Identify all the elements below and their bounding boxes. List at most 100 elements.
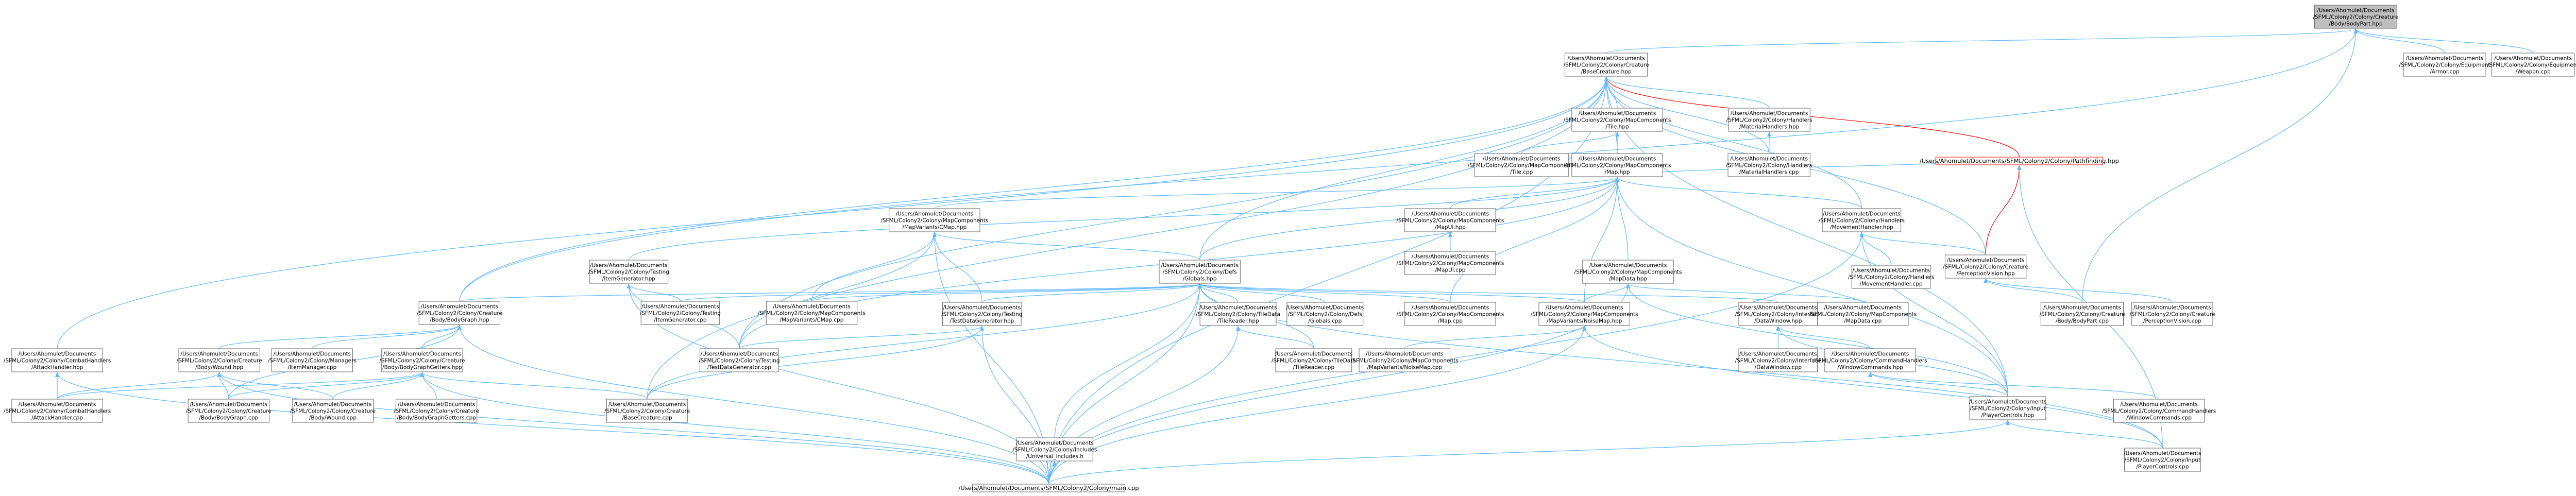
graph-node-datawindow-hpp[interactable]: /Users/Ahomulet/Documents/SFML/Colony2/C… bbox=[1735, 302, 1821, 326]
graph-node-tile-hpp[interactable]: /Users/Ahomulet/Documents/SFML/Colony2/C… bbox=[1564, 108, 1671, 132]
graph-node-bodypart-cpp[interactable]: /Users/Ahomulet/Documents/SFML/Colony2/C… bbox=[2039, 302, 2125, 326]
edge-mapdata-hpp-noisemap-hpp bbox=[1584, 283, 1630, 303]
node-label-line: /Users/Ahomulet/Documents bbox=[1412, 211, 1489, 217]
graph-node-perceptionvision-cpp[interactable]: /Users/Ahomulet/Documents/SFML/Colony2/C… bbox=[2129, 302, 2215, 326]
graph-node-globals-hpp[interactable]: /Users/Ahomulet/Documents/SFML/Colony2/C… bbox=[1159, 260, 1241, 284]
graph-node-wound-cpp[interactable]: /Users/Ahomulet/Documents/SFML/Colony2/C… bbox=[290, 399, 376, 423]
edge-bodygraph-hpp-itemmanager-cpp bbox=[312, 324, 462, 349]
graph-node-datawindow-cpp[interactable]: /Users/Ahomulet/Documents/SFML/Colony2/C… bbox=[1735, 348, 1821, 372]
graph-node-noisemap-cpp[interactable]: /Users/Ahomulet/Documents/SFML/Colony2/C… bbox=[1351, 348, 1459, 372]
node-label-line: /Users/Ahomulet/Documents bbox=[1969, 399, 2047, 405]
graph-node-universal-includes-h[interactable]: /Users/Ahomulet/Documents/SFML/Colony2/C… bbox=[1012, 437, 1097, 461]
graph-node-movementhandler-hpp[interactable]: /Users/Ahomulet/Documents/SFML/Colony2/C… bbox=[1819, 208, 1905, 232]
node-label-line: /TileReader.cpp bbox=[1293, 365, 1335, 371]
node-label-line: /Users/Ahomulet/Documents bbox=[398, 402, 476, 408]
graph-node-globals-cpp[interactable]: /Users/Ahomulet/Documents/SFML/Colony2/C… bbox=[1286, 302, 1364, 326]
graph-node-bodygraph-cpp[interactable]: /Users/Ahomulet/Documents/SFML/Colony2/C… bbox=[186, 399, 272, 423]
node-label-line: /SFML/Colony2/Colony/MapComponents bbox=[1396, 218, 1504, 224]
graph-node-tile-cpp[interactable]: /Users/Ahomulet/Documents/SFML/Colony2/C… bbox=[1468, 153, 1575, 177]
graph-node-itemmanager-cpp[interactable]: /Users/Ahomulet/Documents/SFML/Colony2/C… bbox=[268, 348, 357, 372]
edge-cmap-hpp-cmap-cpp bbox=[811, 232, 937, 302]
graph-node-itemgenerator-cpp[interactable]: /Users/Ahomulet/Documents/SFML/Colony2/C… bbox=[640, 301, 721, 325]
node-label-line: /SFML/Colony2/Colony/MapComponents bbox=[1396, 261, 1504, 267]
graph-node-map-cpp[interactable]: /Users/Ahomulet/Documents/SFML/Colony2/C… bbox=[1396, 302, 1504, 326]
graph-node-map-hpp[interactable]: /Users/Ahomulet/Documents/SFML/Colony2/C… bbox=[1564, 153, 1671, 177]
graph-node-perceptionvision-hpp[interactable]: /Users/Ahomulet/Documents/SFML/Colony2/C… bbox=[1943, 254, 2028, 279]
node-box bbox=[1935, 157, 2103, 165]
node-label-line: /Globals.hpp bbox=[1183, 276, 1217, 282]
node-box bbox=[942, 302, 1022, 326]
node-box bbox=[2124, 448, 2201, 472]
node-label-line: /SFML/Colony2/Colony/MapComponents bbox=[758, 311, 866, 317]
graph-node-testdatagenerator-hpp[interactable]: /Users/Ahomulet/Documents/SFML/Colony2/C… bbox=[941, 302, 1022, 326]
node-label-line: /SFML/Colony2/Colony/MapComponents bbox=[1564, 163, 1671, 169]
node-box bbox=[1822, 208, 1902, 232]
node-label-line: /SFML/Colony2/Colony/Handlers bbox=[1819, 218, 1905, 224]
graph-node-testdatagenerator-cpp[interactable]: /Users/Ahomulet/Documents/SFML/Colony2/C… bbox=[699, 348, 780, 372]
node-label-line: /Body/BodyGraph.cpp bbox=[199, 415, 258, 421]
graph-node-mapdata-hpp[interactable]: /Users/Ahomulet/Documents/SFML/Colony2/C… bbox=[1574, 260, 1682, 284]
edge-globals-hpp-itemgenerator-cpp bbox=[680, 283, 1202, 302]
node-label-line: /BaseCreature.hpp bbox=[1581, 69, 1632, 75]
node-box bbox=[1728, 108, 1810, 132]
node-label-line: /Users/Ahomulet/Documents bbox=[2317, 8, 2395, 14]
graph-node-bodypart-hpp[interactable]: /Users/Ahomulet/Documents/SFML/Colony2/C… bbox=[2313, 5, 2398, 29]
graph-node-movementhandler-cpp[interactable]: /Users/Ahomulet/Documents/SFML/Colony2/C… bbox=[1848, 265, 1934, 289]
graph-node-mapui-cpp[interactable]: /Users/Ahomulet/Documents/SFML/Colony2/C… bbox=[1396, 251, 1504, 275]
node-label-line: /Users/Ahomulet/Documents bbox=[1730, 156, 1808, 162]
edge-wound-hpp-wound-cpp bbox=[217, 372, 333, 400]
node-box bbox=[1359, 348, 1450, 372]
graph-node-cmap-hpp[interactable]: /Users/Ahomulet/Documents/SFML/Colony2/C… bbox=[880, 208, 988, 232]
node-label-line: /SFML/Colony2/Colony/MapComponents bbox=[880, 218, 988, 224]
graph-node-bodygraph-hpp[interactable]: /Users/Ahomulet/Documents/SFML/Colony2/C… bbox=[417, 301, 502, 325]
edge-map-hpp-mapdata-hpp bbox=[1615, 177, 1629, 261]
node-label-line: /AttackHandler.cpp bbox=[31, 415, 83, 421]
graph-node-mapui-hpp[interactable]: /Users/Ahomulet/Documents/SFML/Colony2/C… bbox=[1396, 208, 1504, 232]
graph-node-tilereader-hpp[interactable]: /Users/Ahomulet/Documents/SFML/Colony2/C… bbox=[1196, 302, 1280, 326]
node-label-line: /SFML/Colony2/Colony/Creature bbox=[2313, 14, 2398, 21]
node-label-line: /SFML/Colony2/Colony/MapComponents bbox=[1574, 269, 1682, 276]
node-label-line: /MapVariants/NoiseMap.cpp bbox=[1367, 365, 1442, 371]
node-label-line: /Armor.cpp bbox=[2430, 69, 2460, 75]
graph-node-tilereader-cpp[interactable]: /Users/Ahomulet/Documents/SFML/Colony2/C… bbox=[1272, 348, 1356, 372]
graph-node-windowcommands-hpp[interactable]: /Users/Ahomulet/Documents/SFML/Colony2/C… bbox=[1813, 348, 1927, 372]
node-label-line: /Body/BodyGraphGetters.hpp bbox=[382, 365, 462, 371]
node-label-line: /MapVariants/CMap.cpp bbox=[780, 317, 844, 323]
graph-node-materialhandlers-hpp[interactable]: /Users/Ahomulet/Documents/SFML/Colony2/C… bbox=[1726, 108, 1812, 132]
node-box bbox=[1404, 251, 1496, 275]
node-label-line: /SFML/Colony2/Colony/Creature bbox=[379, 358, 465, 364]
node-label-line: /Users/Ahomulet/Documents bbox=[1739, 305, 1817, 311]
graph-node-weapon-cpp[interactable]: /Users/Ahomulet/Documents/SFML/Colony2/C… bbox=[2487, 53, 2576, 77]
graph-node-basecreature-cpp[interactable]: /Users/Ahomulet/Documents/SFML/Colony2/C… bbox=[604, 399, 690, 423]
edge-cmap-hpp-main-cpp bbox=[932, 232, 1049, 485]
node-label-line: /SFML/Colony2/Colony/MapComponents bbox=[1468, 163, 1575, 169]
node-label-line: /MovementHandler.cpp bbox=[1860, 281, 1923, 287]
graph-node-bodygraphgetters-cpp[interactable]: /Users/Ahomulet/Documents/SFML/Colony2/C… bbox=[394, 399, 479, 423]
node-box bbox=[766, 301, 858, 325]
graph-node-main-cpp[interactable]: /Users/Ahomulet/Documents/SFML/Colony2/C… bbox=[958, 484, 1139, 492]
graph-node-pathfinding-hpp[interactable]: /Users/Ahomulet/Documents/SFML/Colony2/C… bbox=[1920, 157, 2119, 165]
graph-node-noisemap-hpp[interactable]: /Users/Ahomulet/Documents/SFML/Colony2/C… bbox=[1531, 302, 1638, 326]
node-label-line: /Users/Ahomulet/Documents bbox=[1275, 351, 1353, 357]
graph-node-cmap-cpp[interactable]: /Users/Ahomulet/Documents/SFML/Colony2/C… bbox=[758, 301, 866, 325]
graph-node-armor-cpp[interactable]: /Users/Ahomulet/Documents/SFML/Colony2/C… bbox=[2399, 53, 2490, 77]
graph-node-mapdata-cpp[interactable]: /Users/Ahomulet/Documents/SFML/Colony2/C… bbox=[1809, 302, 1917, 326]
graph-node-windowcommands-cpp[interactable]: /Users/Ahomulet/Documents/SFML/Colony2/C… bbox=[2102, 399, 2216, 423]
edge-cmap-hpp-globals-hpp bbox=[933, 232, 1200, 261]
graph-node-playercontrols-hpp[interactable]: /Users/Ahomulet/Documents/SFML/Colony2/C… bbox=[1969, 396, 2047, 420]
node-label-line: /SFML/Colony2/Colony/Creature bbox=[604, 408, 690, 415]
graph-node-wound-hpp[interactable]: /Users/Ahomulet/Documents/SFML/Colony2/C… bbox=[177, 348, 262, 372]
node-label-line: /Users/Ahomulet/Documents bbox=[773, 304, 851, 310]
graph-node-bodygraphgetters-hpp[interactable]: /Users/Ahomulet/Documents/SFML/Colony2/C… bbox=[379, 348, 465, 372]
graph-node-basecreature-hpp[interactable]: /Users/Ahomulet/Documents/SFML/Colony2/C… bbox=[1564, 53, 1649, 77]
node-label-line: /SFML/Colony2/Colony/MapComponents bbox=[1351, 358, 1459, 364]
graph-node-attackhandler-cpp[interactable]: /Users/Ahomulet/Documents/SFML/Colony2/C… bbox=[4, 399, 111, 423]
edge-map-hpp-itemgenerator-hpp bbox=[628, 177, 1619, 261]
edge-bodygraphgetters-hpp-wound-cpp bbox=[332, 372, 425, 400]
graph-node-itemgenerator-hpp[interactable]: /Users/Ahomulet/Documents/SFML/Colony2/C… bbox=[588, 260, 669, 284]
graph-node-playercontrols-cpp[interactable]: /Users/Ahomulet/Documents/SFML/Colony2/C… bbox=[2124, 448, 2201, 472]
graph-node-materialhandlers-cpp[interactable]: /Users/Ahomulet/Documents/SFML/Colony2/C… bbox=[1726, 153, 1812, 177]
graph-node-attackhandler-hpp[interactable]: /Users/Ahomulet/Documents/SFML/Colony2/C… bbox=[4, 348, 111, 372]
node-label-line: /SFML/Colony2/Colony/Equipment bbox=[2487, 62, 2576, 69]
edge-bodygraph-hpp-wound-hpp bbox=[219, 324, 462, 349]
